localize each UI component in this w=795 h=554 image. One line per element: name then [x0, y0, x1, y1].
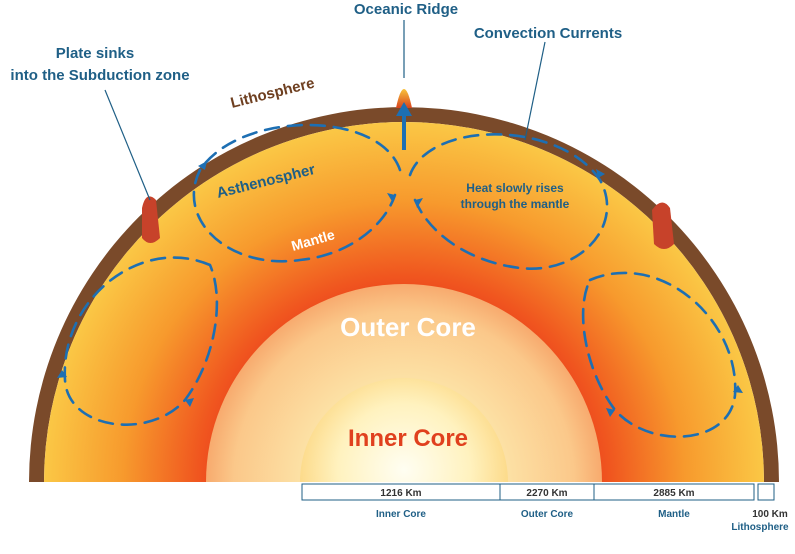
lithosphere-label: Lithosphere [229, 75, 316, 112]
inner-core-layer [300, 378, 508, 482]
outer-core-label: Outer Core [340, 312, 476, 342]
ridge-up-arrow [396, 102, 412, 150]
scale-value-mantle: 2885 Km [653, 488, 694, 499]
heat-rises-label-line2: through the mantle [461, 197, 570, 211]
heat-rises-label-line1: Heat slowly rises [466, 181, 564, 195]
convection-loop-upper-left [192, 123, 402, 263]
lithosphere-arrows-left [156, 90, 394, 188]
scale-box-lithosphere [757, 483, 775, 501]
scale-value-inner-core: 1216 Km [380, 488, 421, 499]
scale-bar: 1216 Km 2270 Km 2885 Km Inner Core Outer… [301, 483, 789, 533]
inner-core-label: Inner Core [348, 425, 468, 452]
scale-value-lithosphere: 100 Km [752, 509, 788, 520]
scale-name-mantle: Mantle [658, 509, 690, 520]
convection-loop-lower-left [63, 256, 219, 426]
scale-value-outer-core: 2270 Km [526, 488, 567, 499]
convection-currents-label: Convection Currents [474, 25, 622, 42]
convection-loop-lower-right [581, 271, 737, 438]
scale-name-inner-core: Inner Core [376, 509, 426, 520]
plate-sinks-label-line2: into the Subduction zone [10, 67, 189, 84]
plate-sinks-leader [104, 89, 151, 201]
convection-arrowheads [57, 161, 743, 417]
oceanic-ridge-plume [396, 89, 412, 108]
scale-name-lithosphere: Lithosphere [731, 522, 789, 533]
plate-sinks-label-line1: Plate sinks [56, 45, 134, 62]
subduction-plume-right [652, 202, 674, 249]
convection-loop-upper-right [408, 133, 609, 270]
subduction-plume-left [142, 196, 160, 243]
scale-name-outer-core: Outer Core [521, 509, 574, 520]
oceanic-ridge-label: Oceanic Ridge [354, 1, 458, 18]
lithosphere-arrows-right [416, 90, 654, 194]
convection-currents-leader [524, 41, 546, 141]
scale-box-mantle [593, 483, 755, 501]
